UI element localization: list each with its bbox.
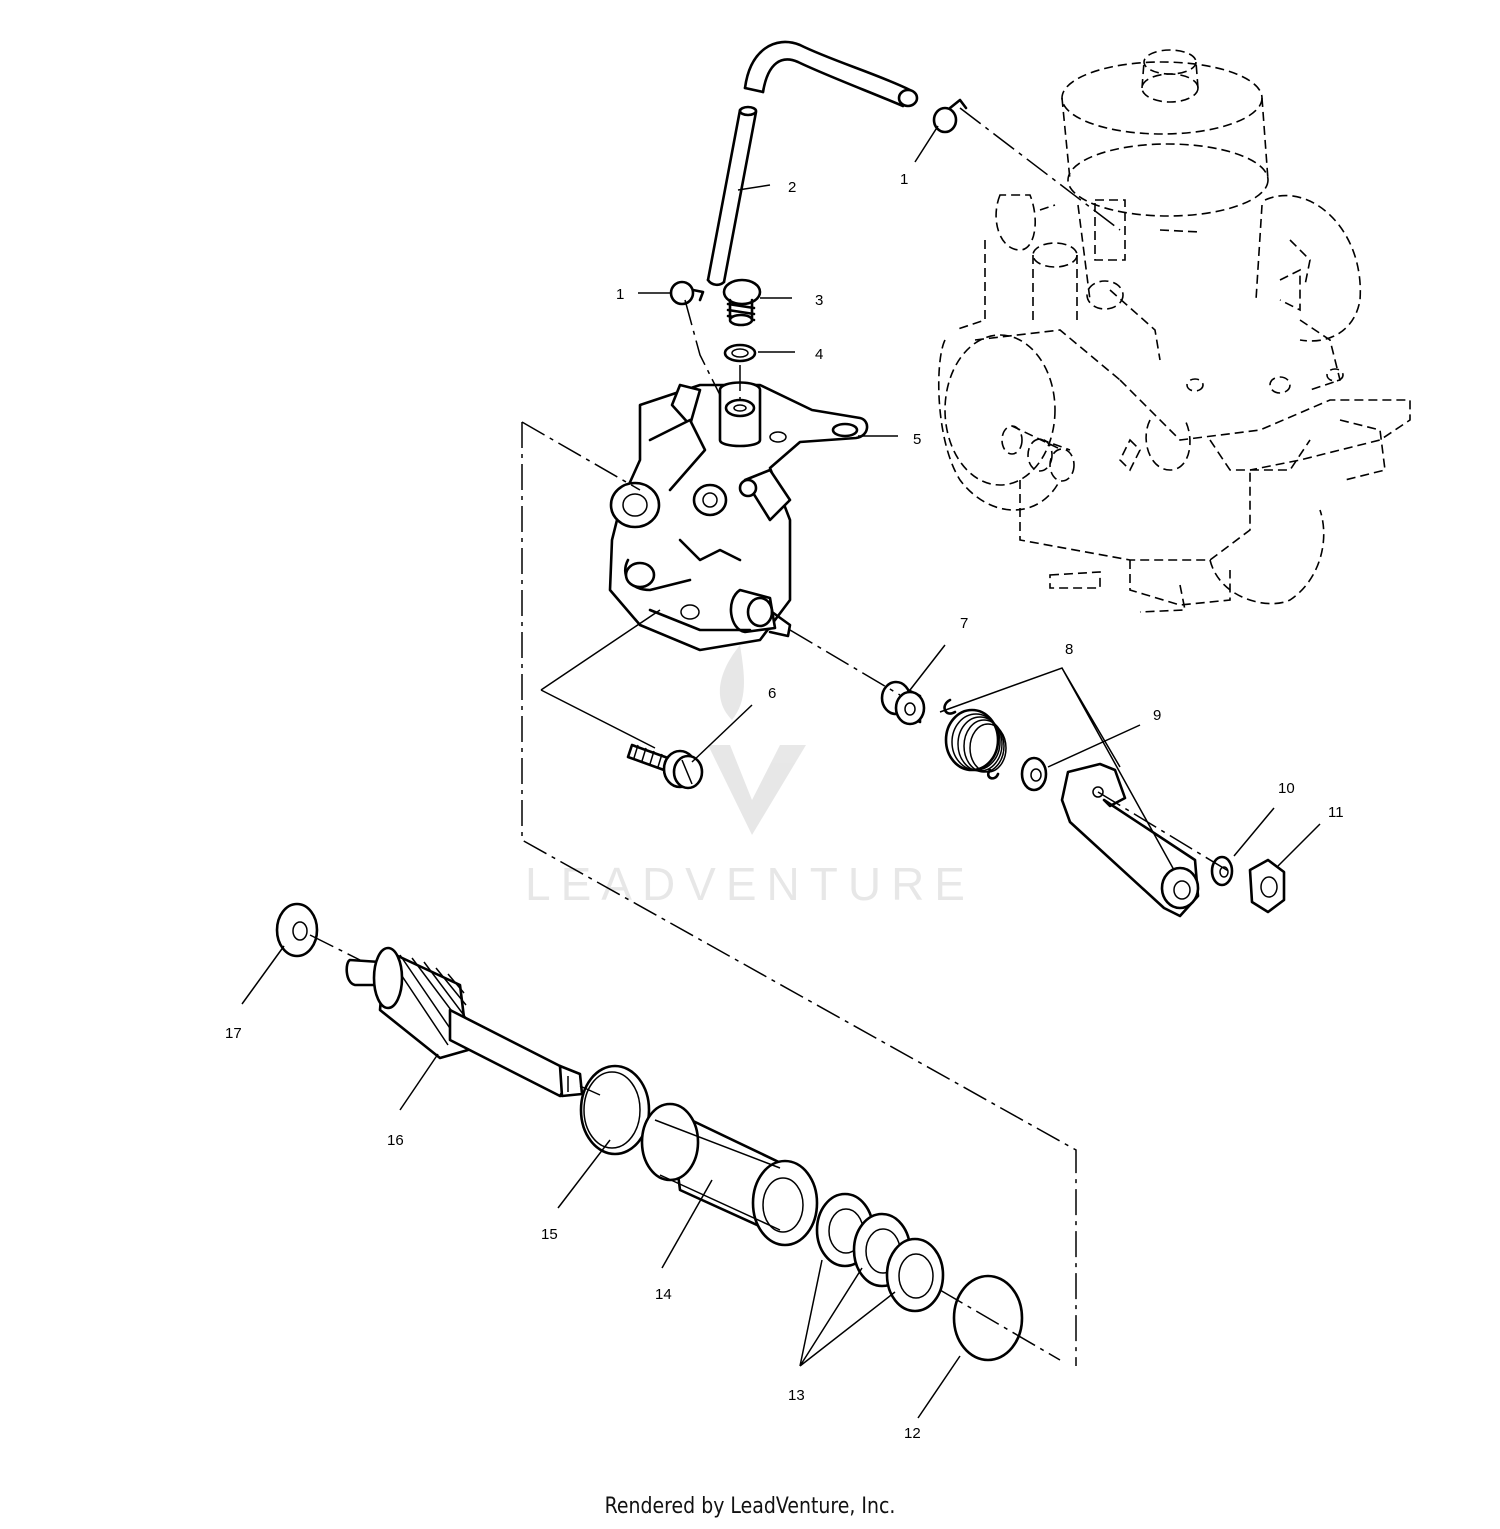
- drive-gear-shaft: [345, 946, 584, 1098]
- o-ring-large: [579, 1064, 651, 1156]
- oil-pump-assembly: [608, 381, 869, 652]
- callout-9: 9: [1153, 707, 1161, 724]
- leader-lines: [241, 125, 1321, 1419]
- spacer: [880, 680, 926, 726]
- bushing-sleeve: [640, 1102, 819, 1247]
- callout-7: 7: [960, 615, 968, 632]
- callout-12: 12: [904, 1425, 921, 1442]
- snap-ring: [952, 1274, 1024, 1362]
- hose-clamp-upper: [932, 98, 968, 134]
- assembly-centerlines: [309, 107, 1231, 1366]
- hose-upper: [743, 40, 919, 108]
- callout-1a: 1: [900, 171, 908, 188]
- callout-14: 14: [655, 1286, 672, 1303]
- flat-washer-lever: [1020, 756, 1048, 792]
- lock-washer: [1210, 855, 1234, 887]
- control-lever: [1060, 762, 1200, 918]
- sealing-washer: [723, 343, 757, 363]
- render-credit: Rendered by LeadVenture, Inc.: [604, 1494, 896, 1519]
- callout-16: 16: [387, 1132, 404, 1149]
- watermark-logo: LEADVENTURE: [525, 645, 975, 910]
- callout-3: 3: [815, 292, 823, 309]
- callout-17: 17: [225, 1025, 242, 1042]
- callout-6: 6: [768, 685, 776, 702]
- banjo-bolt: [722, 278, 762, 327]
- thrust-washer: [275, 902, 319, 958]
- shim-washers: [815, 1192, 945, 1313]
- callout-labels: 1 1 2 3 4 5 6 7 8 9 10 11 12 13 14 15 16…: [225, 171, 1344, 1442]
- callout-13: 13: [788, 1387, 805, 1404]
- hose-lower: [706, 105, 758, 287]
- callout-5: 5: [913, 431, 921, 448]
- callout-4: 4: [815, 346, 823, 363]
- hose-clamp-lower: [669, 280, 705, 306]
- callout-8: 8: [1065, 641, 1073, 658]
- callout-1b: 1: [616, 286, 624, 303]
- callout-11: 11: [1328, 804, 1344, 821]
- callout-15: 15: [541, 1226, 558, 1243]
- screw: [626, 743, 704, 790]
- svg-text:LEADVENTURE: LEADVENTURE: [525, 858, 975, 910]
- return-spring: [943, 698, 1007, 780]
- callout-2: 2: [788, 179, 796, 196]
- hex-nut: [1248, 858, 1286, 914]
- callout-10: 10: [1278, 780, 1295, 797]
- engine-phantom: [937, 49, 1411, 613]
